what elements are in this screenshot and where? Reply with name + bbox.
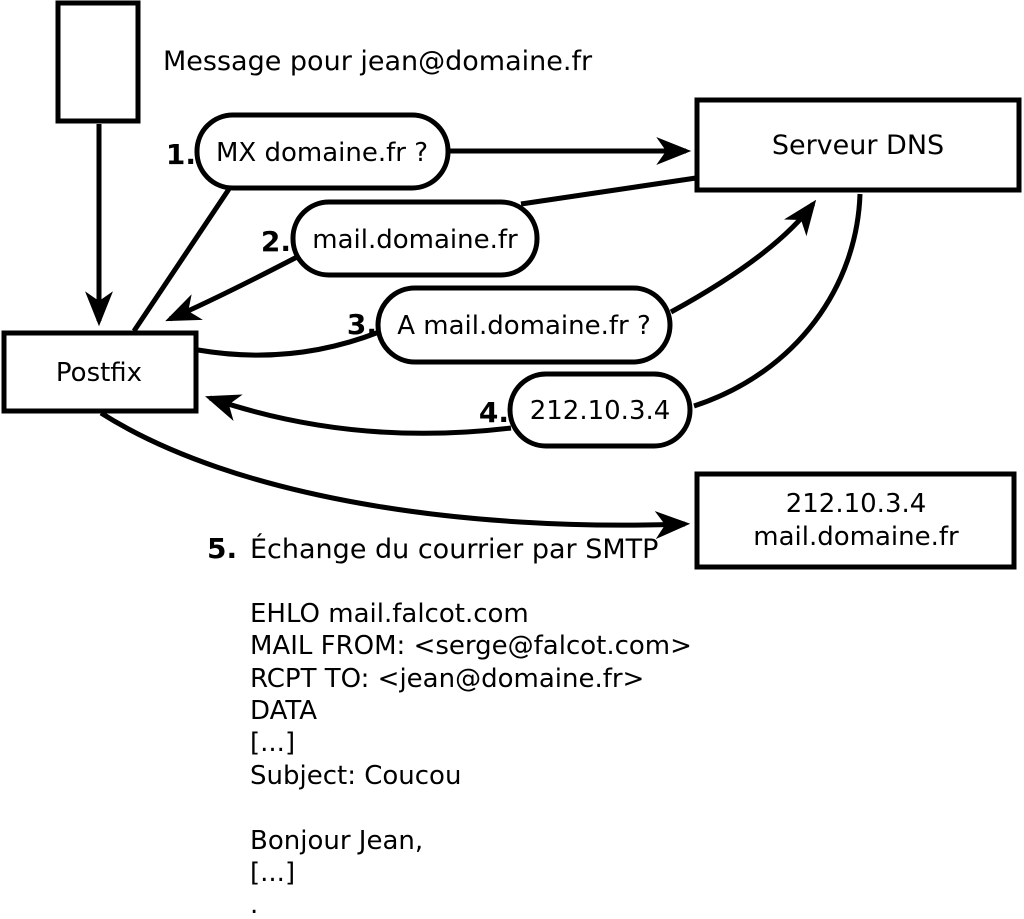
line-postfix-to-query3: [197, 329, 380, 358]
line-dns-to-response4: [693, 193, 863, 409]
destination-host-label: mail.domaine.fr: [753, 522, 959, 552]
destination-server-box: [694, 471, 1017, 570]
line-dns-to-response2: [520, 175, 697, 207]
step4-number: 4.: [479, 396, 509, 429]
smtp-transcript: EHLO mail.falcot.com MAIL FROM: <serge@f…: [250, 599, 692, 919]
arrow-response2-to-postfix: [165, 254, 299, 322]
pill-query-mx: [194, 112, 451, 191]
smtp-line: [...]: [250, 858, 295, 888]
arrow-query3-to-dns: [669, 199, 817, 315]
arrow-response4-to-postfix: [205, 394, 512, 436]
arrow-postfix-to-mailserver: [99, 410, 691, 540]
postfix-label: Postfix: [56, 358, 142, 388]
step2-number: 2.: [261, 225, 291, 258]
smtp-line: Subject: Coucou: [250, 761, 461, 791]
smtp-line: [...]: [250, 728, 295, 758]
step4-label: 212.10.3.4: [530, 396, 671, 426]
pill-response-a: [507, 371, 693, 449]
step3-label: A mail.domaine.fr ?: [397, 311, 651, 341]
step5-label: Échange du courrier par SMTP: [250, 533, 658, 565]
smtp-line: .: [250, 890, 258, 919]
step1-label: MX domaine.fr ?: [216, 138, 428, 168]
postfix-box: [1, 330, 199, 414]
smtp-line: MAIL FROM: <serge@falcot.com>: [250, 631, 692, 661]
smtp-line: DATA: [250, 696, 317, 726]
message-box: [55, 0, 141, 124]
smtp-line: RCPT TO: <jean@domaine.fr>: [250, 664, 644, 694]
smtp-line: EHLO mail.falcot.com: [250, 599, 529, 629]
step1-number: 1.: [166, 138, 196, 171]
smtp-line: Bonjour Jean,: [250, 826, 423, 856]
destination-ip-label: 212.10.3.4: [786, 489, 927, 519]
step5-number: 5.: [207, 532, 237, 565]
line-postfix-to-query1: [131, 187, 232, 333]
dns-server-box: [694, 97, 1022, 193]
pill-query-a: [375, 285, 673, 365]
pill-response-mx: [290, 199, 540, 278]
dns-server-label: Serveur DNS: [772, 130, 944, 161]
message-label: Message pour jean@domaine.fr: [163, 46, 593, 77]
step2-label: mail.domaine.fr: [312, 225, 518, 255]
step3-number: 3.: [347, 308, 377, 341]
